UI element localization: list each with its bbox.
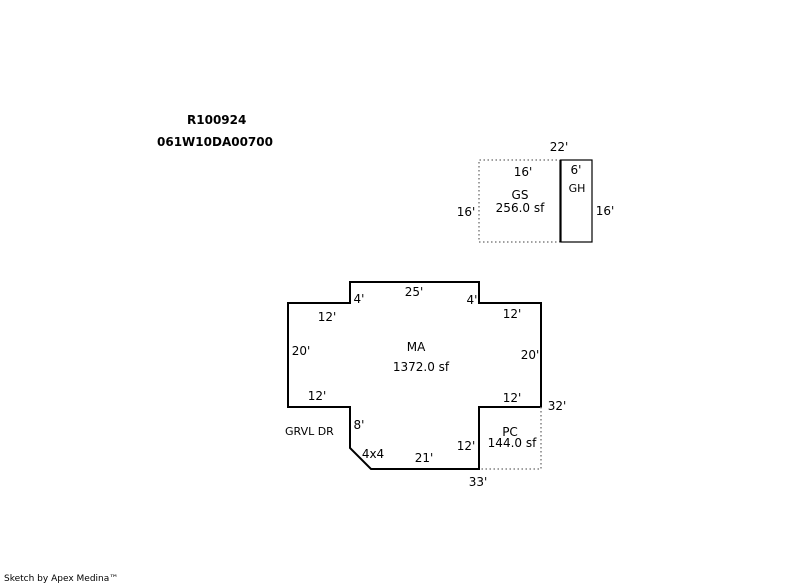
dim-outbuilding-width: 22' (550, 140, 569, 154)
dim-main-corner-cut: 4x4 (362, 447, 384, 461)
porch-outline (479, 407, 542, 470)
dim-gh-width: 6' (571, 163, 582, 177)
dim-main-top: 25' (405, 285, 424, 299)
dim-gs-height: 16' (457, 205, 476, 219)
dim-main-bottom: 21' (415, 451, 434, 465)
dim-main-overall-right: 32' (548, 399, 567, 413)
dim-main-top-left-step: 4' (354, 292, 365, 306)
gs-area: 256.0 sf (496, 201, 545, 215)
dim-porch-left: 12' (457, 439, 476, 453)
parcel-id: R100924 (187, 113, 247, 127)
dim-main-left: 20' (292, 344, 311, 358)
main-code: MA (407, 340, 426, 354)
dim-overall-bottom: 33' (469, 475, 488, 489)
sketch-credit: Sketch by Apex Medina™ (4, 574, 119, 584)
porch-code: PC (502, 425, 518, 439)
porch-area: 144.0 sf (488, 436, 537, 450)
dim-main-left-lower: 8' (354, 418, 365, 432)
dim-main-top-right-step: 4' (467, 293, 478, 307)
dim-main-lower-left-offset: 12' (308, 389, 327, 403)
gs-code: GS (512, 188, 529, 202)
dim-gs-width: 16' (514, 165, 533, 179)
gs-outline (478, 159, 561, 243)
dim-main-right: 20' (521, 348, 540, 362)
driveway-label: GRVL DR (285, 425, 334, 438)
gh-outline (560, 159, 593, 243)
main-area: 1372.0 sf (393, 360, 450, 374)
main-outline (287, 281, 542, 470)
dim-gh-height: 16' (596, 204, 615, 218)
dim-main-upper-right-offset: 12' (503, 307, 522, 321)
dim-main-lower-right-offset: 12' (503, 391, 522, 405)
gh-code: GH (569, 182, 586, 195)
dim-main-upper-left-offset: 12' (318, 310, 337, 324)
map-id: 061W10DA00700 (157, 135, 273, 149)
